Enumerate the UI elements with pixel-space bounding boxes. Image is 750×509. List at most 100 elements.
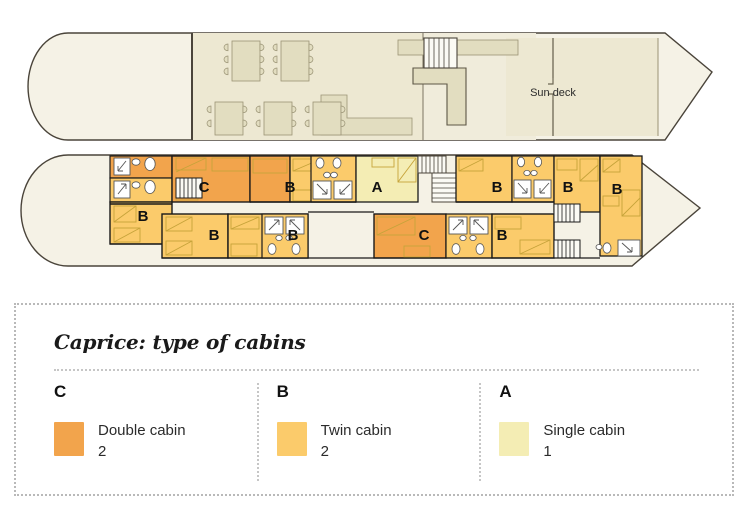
bed [230,243,258,257]
bed [494,216,522,230]
sun-deck-floor [506,38,658,136]
sink-icon [469,234,477,241]
cabin-label-C: C [419,227,430,244]
legend-name-single: Single cabin [543,422,626,439]
cabin-label-B: B [138,208,149,225]
lower-deck-staircase-aft [553,239,581,259]
legend-panel: Caprice: type of cabins C Double cabin 2… [14,303,734,496]
legend-code-B: B [276,382,289,401]
toilet-icon [315,157,325,169]
legend-swatch-double [54,422,84,456]
legend-name-twin: Twin cabin [320,422,392,439]
lower-deck-staircase-aft-2 [553,203,581,223]
sink-icon [285,234,293,241]
shower-icon [513,179,532,199]
legend-count-single: 1 [543,442,552,460]
legend-item-double: C Double cabin 2 [54,383,257,481]
bed [211,157,249,172]
dining-table [304,101,346,136]
toilet-icon [517,156,526,168]
bed [621,189,641,217]
cabin-label-B: B [492,179,503,196]
dining-table-group-top [223,40,314,82]
cabin-label-B: B [497,227,508,244]
legend-code-C: C [54,382,67,401]
toilet-icon [475,243,485,255]
cabin-block-bath-right [511,155,555,203]
lower-deck-staircase-fore [175,177,203,199]
toilet-icon [332,157,342,169]
toilet-icon [267,243,277,255]
dining-table-group-bottom [206,101,346,136]
cabin-A-single [355,155,419,203]
sink-icon [595,244,603,250]
cabin-B-upper-right-3 [595,155,643,257]
bed [458,158,484,172]
toilet-icon [144,157,156,171]
legend-item-twin: B Twin cabin 2 [256,382,480,481]
deck-plans: Sun deck [20,32,713,267]
legend-items: C Double cabin 2 B Twin cabin 2 A [54,383,702,481]
cabin-B-upper-right-1 [455,155,513,203]
bed [165,240,193,256]
shower-icon [533,179,552,199]
bed [165,216,193,232]
sun-deck-label: Sun deck [530,87,576,99]
cabin-label-B: B [612,181,623,198]
sink-icon [459,234,467,241]
shower-icon [333,180,353,200]
legend-title: Caprice: type of cabins [54,330,306,354]
dining-table [223,40,265,82]
cabin-C-lower [373,213,447,259]
bed [113,205,137,223]
toilet-icon [451,243,461,255]
dining-table [206,101,248,136]
bed [230,216,260,230]
legend-swatch-single [499,422,530,456]
dining-table [272,40,314,82]
cabin-label-B: B [288,227,299,244]
toilet-icon [534,156,543,168]
sink-icon [275,234,283,241]
bed [175,157,207,171]
legend-code-A: A [499,382,512,401]
sink-icon [131,158,141,166]
cabin-block-bath-mid [310,155,357,203]
cabin-block-bath-lower-left [261,213,309,259]
bed [397,157,417,183]
upper-deck-staircase [423,37,458,69]
bed [519,239,551,255]
legend-swatch-twin [276,422,307,456]
dining-table [255,101,297,136]
cabin-label-A: A [372,179,383,196]
toilet-icon [144,180,156,194]
sink-icon [523,169,531,176]
shower-icon [312,180,332,200]
sink-icon [530,169,538,176]
legend-count-twin: 2 [320,442,330,460]
cabin-block-bath-lower-right [445,213,493,259]
bed [376,216,416,236]
shower-icon [617,239,641,257]
toilet-icon [602,242,612,254]
bed [556,158,578,171]
cabin-label-C: C [199,179,210,196]
bed [371,157,395,168]
lower-deck: C B B A B B B B B C B [20,154,702,267]
counter-strip [397,39,519,56]
bed [579,158,599,182]
sun-deck-corner-top [548,78,554,85]
cabin-label-B: B [209,227,220,244]
sink-icon [131,181,141,189]
cabin-label-B: B [285,179,296,196]
legend-count-double: 2 [98,442,107,460]
cabin-block-bath-left [109,155,173,203]
sink-icon [323,171,331,179]
upper-deck: Sun deck [27,32,713,141]
bed [602,158,621,173]
toilet-icon [291,243,301,255]
sink-icon [330,171,338,179]
cabin-B-lower-right [491,213,555,259]
sun-deck-corner-bottom [548,93,554,100]
bed [252,158,288,174]
